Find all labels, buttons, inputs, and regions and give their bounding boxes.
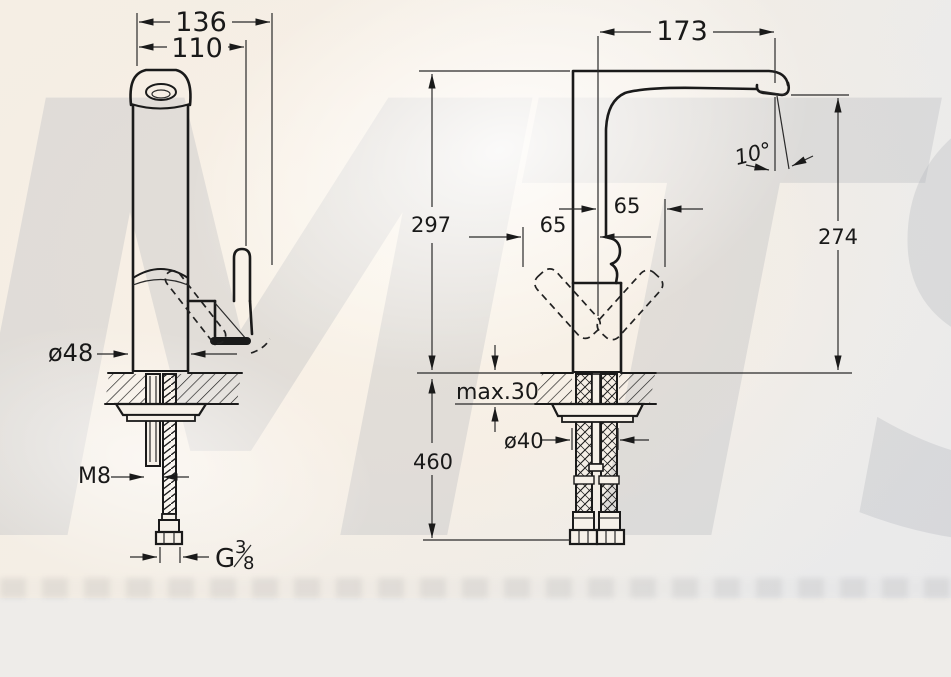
side-dimensions: 173 297 274 10° [411, 16, 858, 541]
dim-hose-thread: G 3 8 [215, 537, 254, 574]
front-view: 136 110 ø48 M8 G 3 8 [48, 7, 273, 574]
hose-thread-prefix: G [215, 544, 235, 574]
front-countertop [104, 372, 243, 405]
side-view: 173 297 274 10° [411, 16, 858, 546]
technical-drawing-page: MTS [0, 0, 951, 635]
side-handle-swing-range [533, 268, 664, 341]
front-handle-alt-position [164, 269, 227, 345]
front-dimensions: 136 110 ø48 M8 G 3 8 [48, 7, 273, 574]
dim-handle-swing-left: 65 [540, 213, 567, 237]
front-mounting-hardware [113, 373, 209, 546]
dim-spout-outlet-height: 274 [818, 225, 858, 249]
dim-handle-swing-right: 65 [614, 194, 641, 218]
front-spout-head [129, 68, 192, 110]
dim-spout-width-max: 136 [175, 7, 227, 38]
dim-spout-reach: 173 [656, 16, 708, 47]
side-mounting-hardware [550, 373, 645, 546]
dim-hose-length: 460 [413, 450, 453, 474]
dim-height-to-spout-top: 297 [411, 213, 451, 237]
side-faucet-outline [571, 36, 791, 374]
faucet-dimension-drawing: 136 110 ø48 M8 G 3 8 [48, 7, 858, 574]
front-handle [164, 247, 271, 354]
bottom-texture-band [0, 578, 951, 598]
dim-hole-diameter: ø40 [504, 429, 544, 453]
dim-body-diameter: ø48 [48, 339, 93, 367]
side-countertop [417, 372, 852, 405]
hose-thread-denominator: 8 [243, 553, 254, 574]
dim-counter-thickness: max.30 [456, 380, 539, 405]
dim-stud-thread: M8 [78, 464, 111, 489]
dim-spout-width: 110 [171, 33, 223, 64]
front-body-column [131, 104, 190, 373]
hose-thread-numerator: 3 [235, 537, 246, 558]
dim-outlet-angle: 10° [732, 138, 774, 170]
